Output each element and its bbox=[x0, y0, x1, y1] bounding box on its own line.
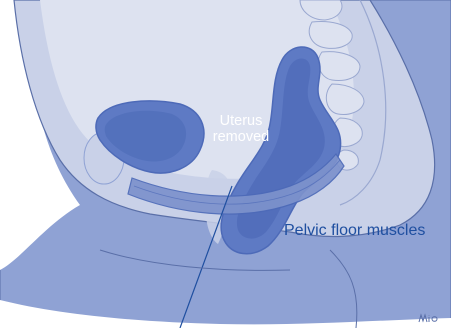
artist-signature bbox=[418, 312, 442, 324]
uterus-removed-label: Uterusremoved bbox=[206, 114, 276, 145]
pelvic-floor-muscles-label: Pelvic floor muscles bbox=[284, 222, 425, 239]
